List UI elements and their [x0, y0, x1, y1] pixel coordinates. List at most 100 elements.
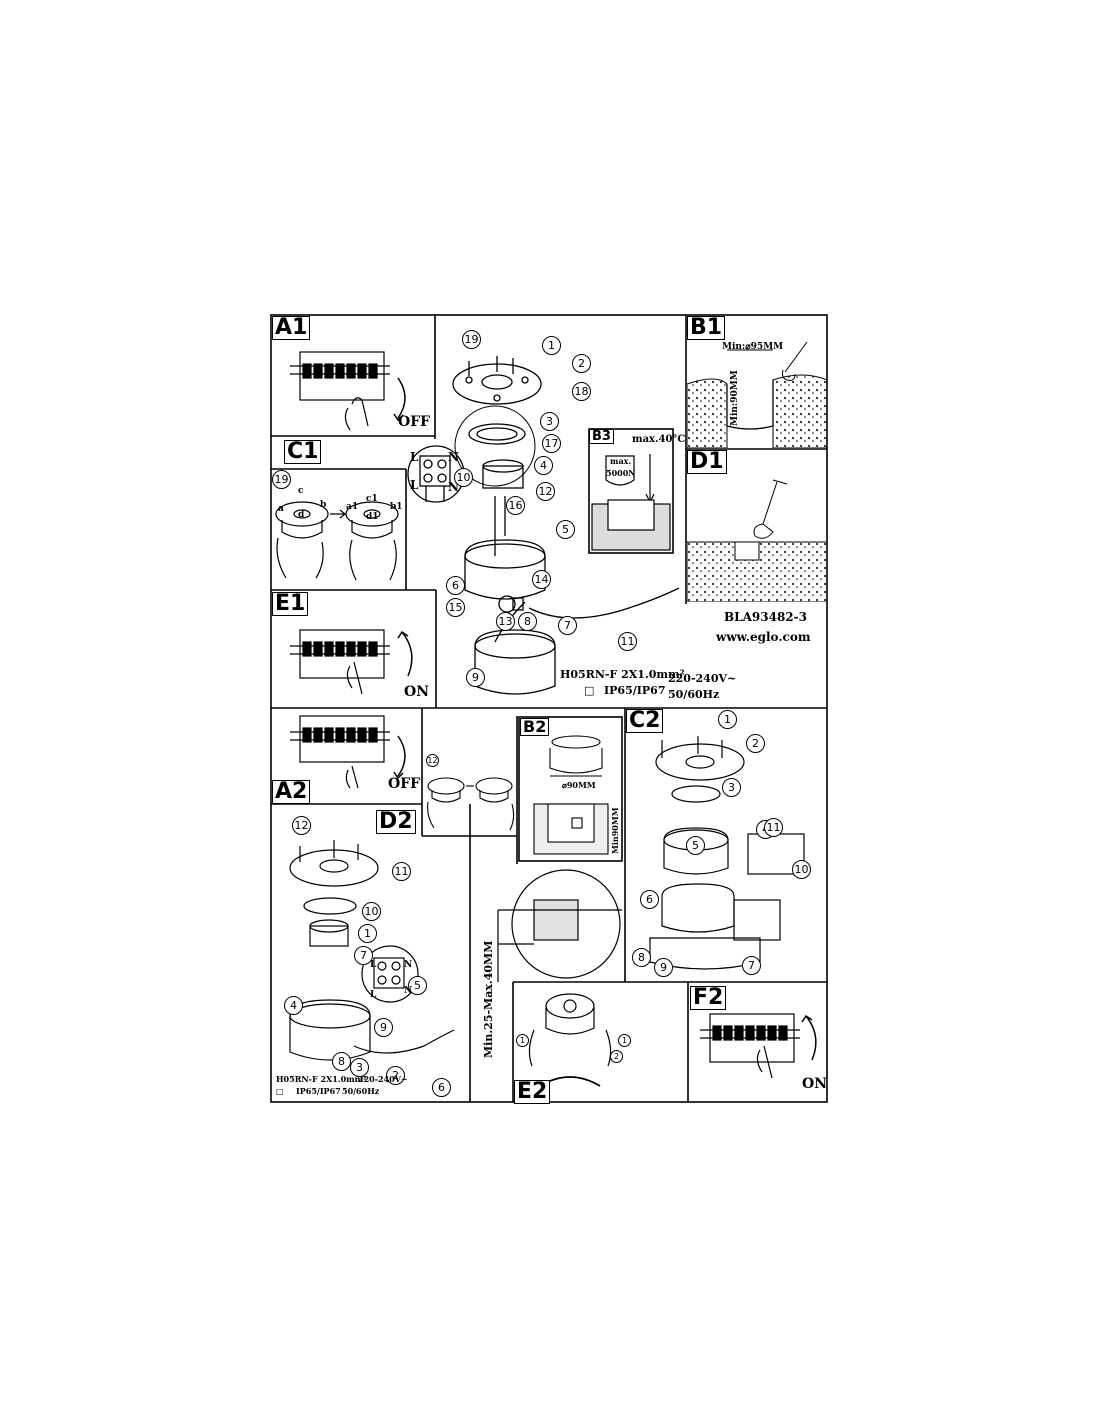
- b1-hole-diameter: Min:⌀95MM: [722, 342, 784, 352]
- switch-on-label-f2: ON: [802, 1076, 827, 1092]
- b3-load-diagram: [591, 454, 671, 551]
- step-11-d2: 11: [392, 862, 411, 881]
- step-9-c2: 9: [654, 958, 673, 977]
- section-label-d2: D2: [376, 810, 416, 834]
- section-label-e1: E1: [272, 592, 309, 616]
- c1-letter-a: a: [278, 504, 284, 514]
- section-label-b3: B3: [589, 429, 614, 444]
- b2-depth: Min90MM: [610, 807, 620, 854]
- step-17: 17: [542, 434, 561, 453]
- step-3-top: 3: [540, 412, 559, 431]
- breaker-panel-a2: [290, 715, 406, 789]
- step-10-d2: 10: [362, 902, 381, 921]
- e2-removal-diagram: [528, 993, 612, 1087]
- section-label-e2: E2: [514, 1080, 551, 1104]
- d2-exploded-diagram: [289, 840, 455, 1061]
- step-5-d2: 5: [408, 976, 427, 995]
- step-5-top: 5: [556, 520, 575, 539]
- step-7-d2: 7: [354, 946, 373, 965]
- step-2-c2: 2: [746, 734, 765, 753]
- step-8-top: 8: [518, 612, 537, 631]
- d2-class-symbol: □: [276, 1086, 284, 1096]
- step-12-inset: 12: [426, 754, 439, 767]
- step-3-c2: 3: [722, 778, 741, 797]
- d1-installed-diagram: [687, 479, 827, 602]
- step-4-d2: 4: [284, 996, 303, 1015]
- step-11-c2: 11: [764, 818, 783, 837]
- d2-terminal-l-top: L: [370, 960, 377, 970]
- d2-voltage: 220-240V~: [358, 1074, 408, 1084]
- step-12-top: 12: [536, 482, 555, 501]
- breaker-panel-a1: [290, 351, 406, 431]
- b1-hole-diagram: [687, 341, 827, 448]
- d2-cable-spec: H05RN-F 2X1.0mm²: [276, 1074, 367, 1084]
- c1-screw-order-diagram: [275, 501, 399, 581]
- step-8-d2: 8: [332, 1052, 351, 1071]
- frequency: 50/60Hz: [668, 688, 720, 701]
- section-label-c2: C2: [626, 709, 664, 733]
- section-label-c1: C1: [284, 440, 322, 464]
- step-14: 14: [532, 570, 551, 589]
- step-4-top: 4: [534, 456, 553, 475]
- step-1-e2-left: 1: [516, 1034, 529, 1047]
- c1-letter-b: b: [320, 500, 327, 510]
- step-6-top: 6: [446, 576, 465, 595]
- d2-frequency: 50/60Hz: [342, 1086, 380, 1096]
- step-16: 16: [506, 496, 525, 515]
- step-1-d2: 1: [358, 924, 377, 943]
- b3-max-load: 5000N: [606, 468, 636, 478]
- step-1-c2: 1: [718, 710, 737, 729]
- step-7-top: 7: [558, 616, 577, 635]
- section-label-a1: A1: [272, 316, 311, 340]
- step-12-d2: 12: [292, 816, 311, 835]
- section-label-b2: B2: [520, 718, 550, 736]
- step-6-c2: 6: [640, 890, 659, 909]
- step-2-top: 2: [572, 354, 591, 373]
- cable-spec: H05RN-F 2X1.0mm²: [560, 668, 685, 681]
- step-2-d2: 2: [386, 1066, 405, 1085]
- terminal-n-bottom: N: [448, 480, 459, 494]
- terminal-l-top: L: [410, 450, 419, 464]
- step-11-top: 11: [618, 632, 637, 651]
- c2-exploded-diagram: [649, 736, 805, 970]
- step-9-top: 9: [466, 668, 485, 687]
- e2-depth-zoom: [497, 869, 622, 982]
- switch-off-label-a2: OFF: [388, 776, 421, 792]
- c1-letter-c: c: [298, 486, 304, 496]
- ip-rating: IP65/IP67: [604, 684, 666, 697]
- switch-off-label-a1: OFF: [398, 414, 431, 430]
- d2-ip-rating: IP65/IP67: [296, 1086, 341, 1096]
- step-1-e2-right: 1: [618, 1034, 631, 1047]
- b3-max-temperature: max.40°C: [632, 434, 686, 445]
- step-15: 15: [446, 598, 465, 617]
- class-symbol: □: [584, 684, 595, 697]
- step-9-d2: 9: [374, 1018, 393, 1037]
- c1-letter-b1: b1: [390, 502, 403, 512]
- switch-on-label-e1: ON: [404, 684, 429, 700]
- section-label-a2: A2: [272, 780, 311, 804]
- step-10-top: 10: [454, 468, 473, 487]
- d2-terminal-l-bottom: L: [370, 990, 377, 1000]
- step-7-c2: 7: [742, 956, 761, 975]
- step-19-top: 19: [462, 330, 481, 349]
- step-13: 13: [496, 612, 515, 631]
- model-number: BLA93482-3: [724, 610, 807, 624]
- e2-depth-range: Min.25-Max.40MM: [482, 940, 495, 1058]
- terminal-n-top: N: [448, 450, 459, 464]
- step-5-c2: 5: [686, 836, 705, 855]
- step-19-c1: 19: [272, 470, 291, 489]
- section-label-b1: B1: [687, 316, 726, 340]
- b3-max-label: max.: [610, 456, 632, 466]
- step-3-d2: 3: [350, 1058, 369, 1077]
- d2-terminal-n-top: N: [404, 960, 413, 970]
- step-6-d2: 6: [432, 1078, 451, 1097]
- voltage: 220-240V~: [668, 672, 737, 685]
- exploded-fixture-diagram: [452, 356, 680, 695]
- b2-cutout-diagram: [533, 735, 609, 855]
- screw-order-inset: [427, 777, 515, 831]
- step-10-c2: 10: [792, 860, 811, 879]
- c1-letter-d1: d1: [366, 512, 379, 522]
- b2-diameter: ⌀90MM: [562, 780, 596, 790]
- breaker-panel-f2: [700, 1013, 817, 1079]
- step-18: 18: [572, 382, 591, 401]
